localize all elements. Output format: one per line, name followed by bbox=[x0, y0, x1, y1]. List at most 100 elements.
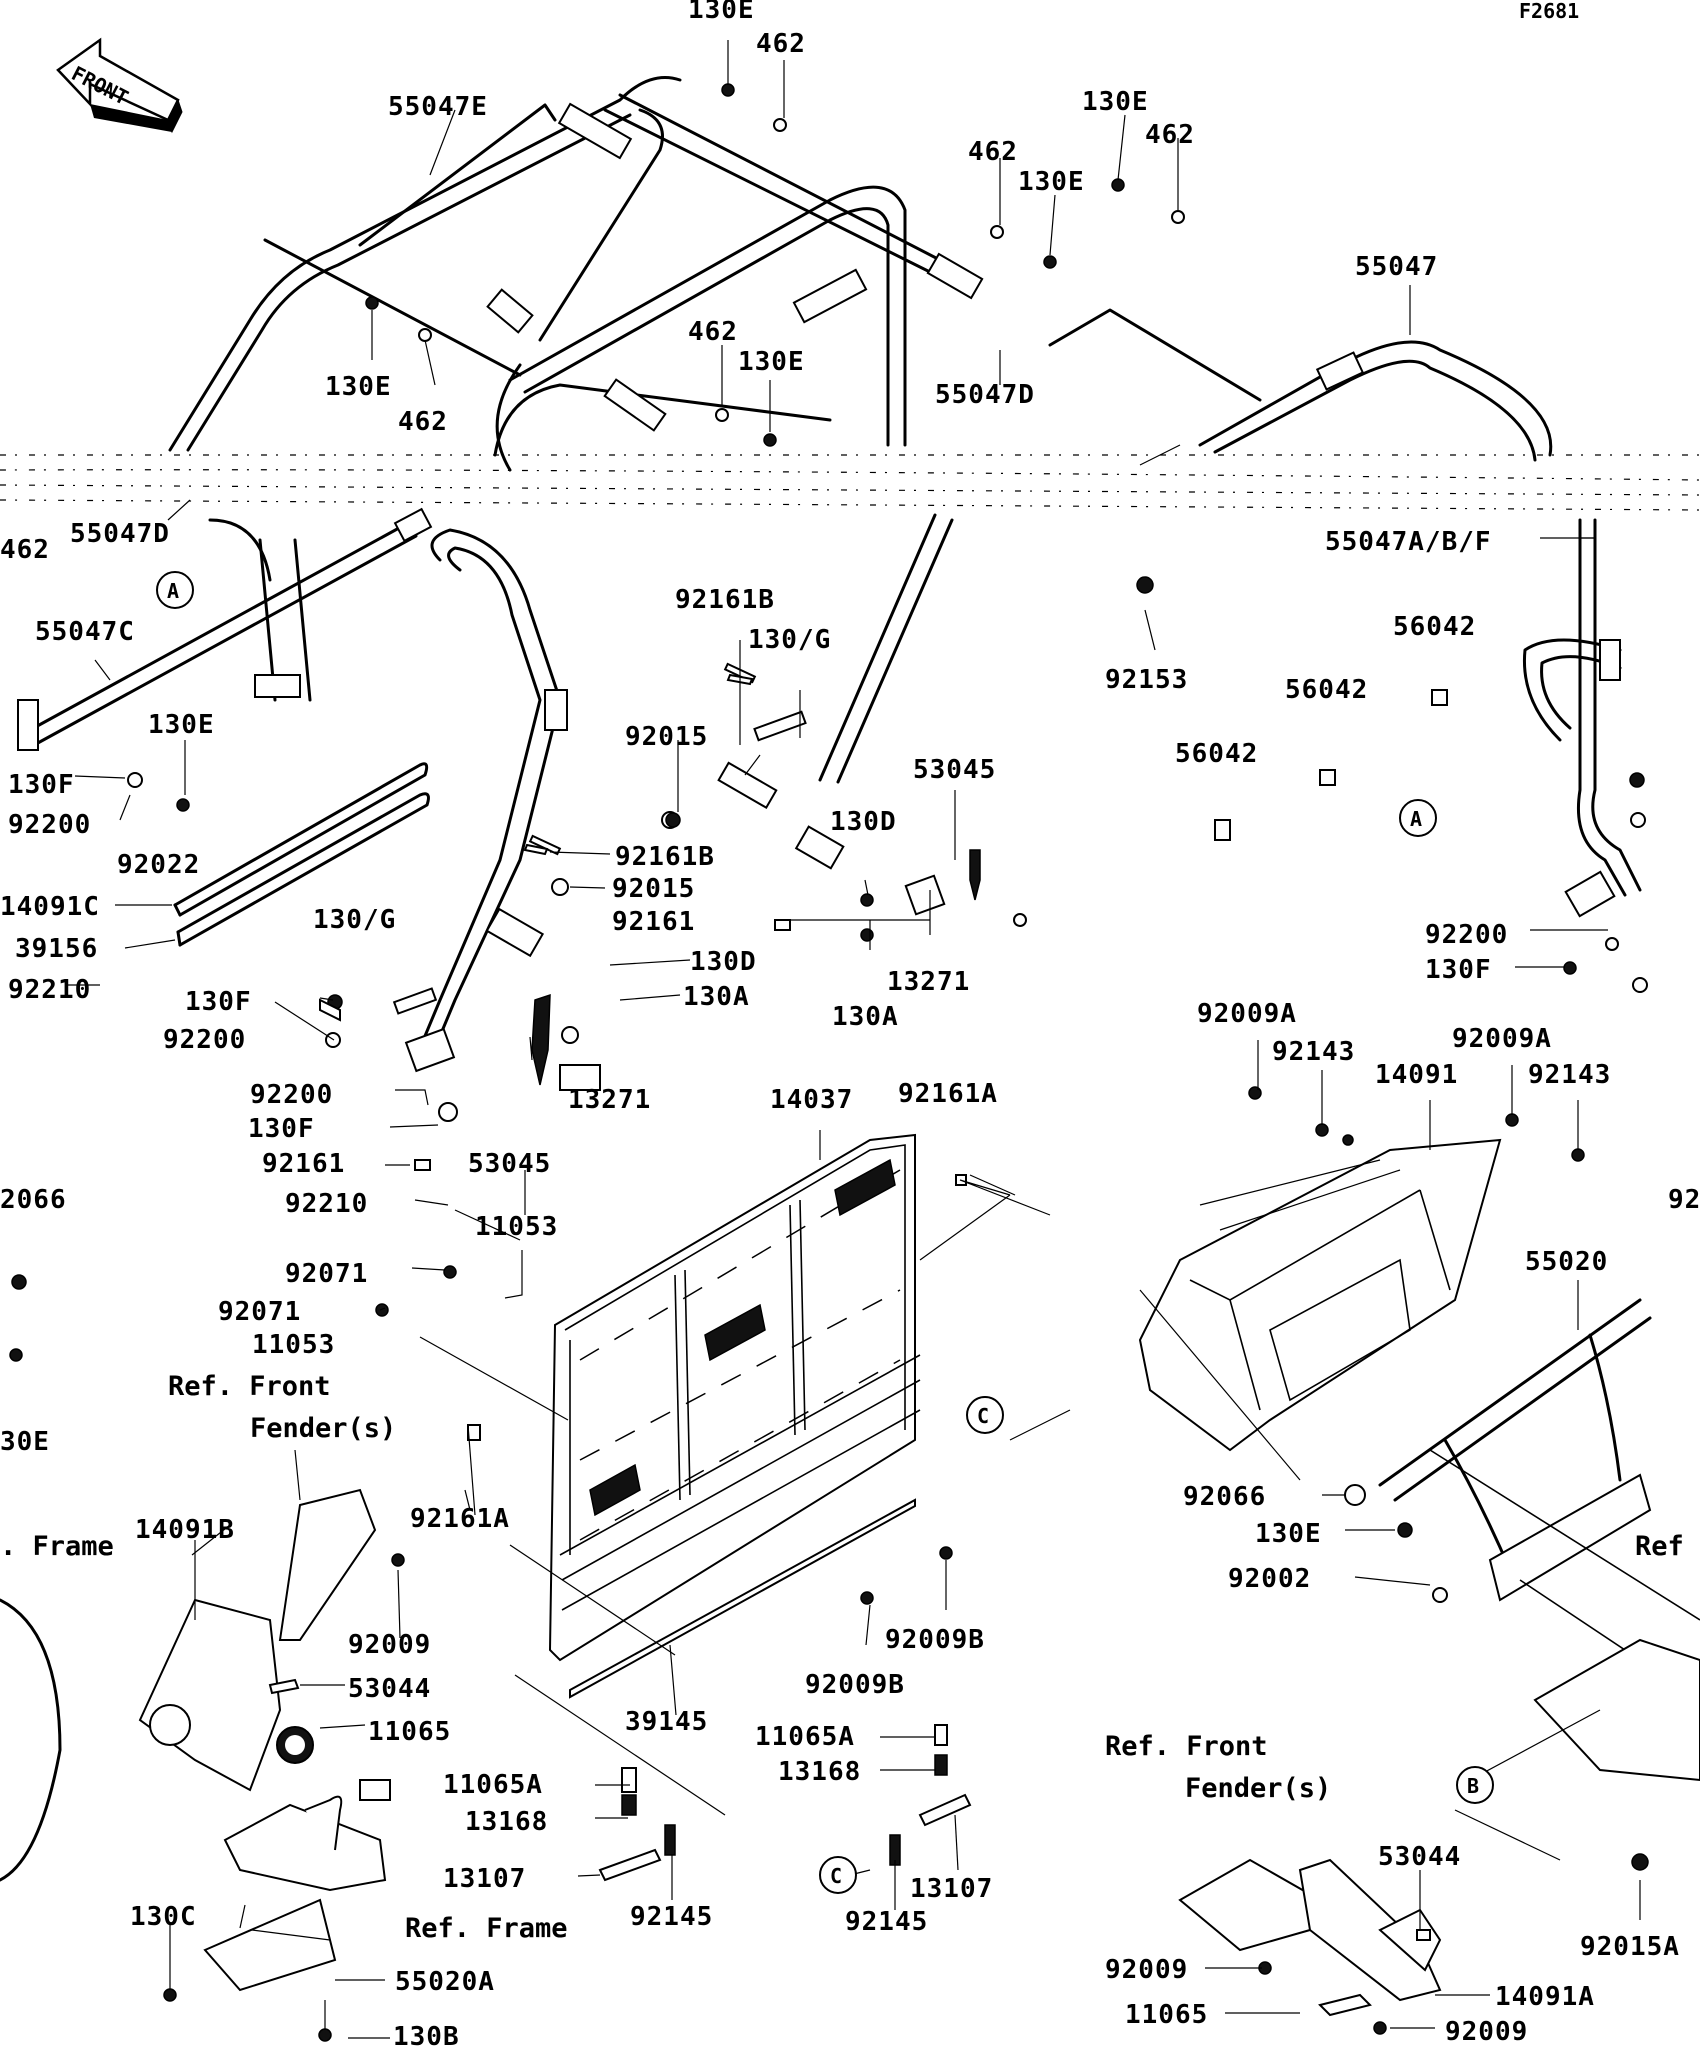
label-92200-a: 92200 bbox=[8, 810, 91, 840]
label-14037: 14037 bbox=[770, 1085, 853, 1115]
label-13168-b: 13168 bbox=[778, 1757, 861, 1787]
label-130f-d: 130F bbox=[1425, 955, 1492, 985]
label-92200-d: 92200 bbox=[1425, 920, 1508, 950]
door-panel-14037 bbox=[548, 1133, 921, 1662]
ref-front-fender-right-line1: Ref. Front bbox=[1105, 1731, 1268, 1762]
left-fender-parts bbox=[0, 1488, 391, 1992]
label-92200-b: 92200 bbox=[163, 1025, 246, 1055]
label-56042-a: 56042 bbox=[1393, 612, 1476, 642]
label-462-b: 462 bbox=[398, 407, 448, 437]
label-92210-a: 92210 bbox=[8, 975, 91, 1005]
label-56042-b: 56042 bbox=[1285, 675, 1368, 705]
label-55020: 55020 bbox=[1525, 1247, 1608, 1277]
label-92143-b: 92143 bbox=[1528, 1060, 1611, 1090]
label-130f-b: 130F bbox=[185, 987, 252, 1017]
label-462-a: 462 bbox=[756, 29, 806, 59]
label-130e-a: 130E bbox=[688, 0, 755, 25]
svg-text:A: A bbox=[1410, 807, 1422, 831]
label-92009a-b: 92009A bbox=[1452, 1024, 1552, 1054]
label-53045-b: 53045 bbox=[468, 1149, 551, 1179]
label-53044-b: 53044 bbox=[1378, 1842, 1461, 1872]
figure-code: F2681 bbox=[1519, 0, 1579, 23]
label-130d-a: 130D bbox=[830, 807, 897, 837]
label-39145: 39145 bbox=[625, 1707, 708, 1737]
callout-a-top: A bbox=[156, 571, 194, 609]
label-130c: 130C bbox=[130, 1902, 197, 1932]
label-92009-b: 92009 bbox=[1105, 1955, 1188, 1985]
roll-cage-roof bbox=[168, 76, 1553, 472]
label-92066-a: 2066 bbox=[0, 1185, 67, 1215]
label-92153: 92153 bbox=[1105, 665, 1188, 695]
label-92161-b: 92161 bbox=[262, 1149, 345, 1179]
latch-assemblies bbox=[392, 662, 981, 1091]
label-92015-b: 92015 bbox=[612, 874, 695, 904]
label-13271-a: 13271 bbox=[887, 967, 970, 997]
label-55047e: 55047E bbox=[388, 92, 488, 122]
ref-front-fender-left-line2: Fender(s) bbox=[250, 1413, 396, 1444]
label-14091: 14091 bbox=[1375, 1060, 1458, 1090]
label-462-d: 462 bbox=[1145, 120, 1195, 150]
label-92015a: 92015A bbox=[1580, 1932, 1680, 1962]
label-55047c: 55047C bbox=[35, 617, 135, 647]
label-92009-a: 92009 bbox=[348, 1630, 431, 1660]
label-11053-b: 11053 bbox=[252, 1330, 335, 1360]
label-92015-a: 92015 bbox=[625, 722, 708, 752]
label-ref-frame-bottom: Ref. Frame bbox=[405, 1913, 568, 1944]
reference-notes: Ref. Front Fender(s) Ref. Front Fender(s… bbox=[168, 1371, 1331, 1804]
label-92143-a: 92143 bbox=[1272, 1037, 1355, 1067]
label-13168-a: 13168 bbox=[465, 1807, 548, 1837]
svg-text:A: A bbox=[167, 579, 179, 603]
label-462-f: 462 bbox=[0, 535, 50, 565]
label-11065a-a: 11065A bbox=[443, 1770, 543, 1800]
label-ref-frame-right: Ref bbox=[1635, 1531, 1684, 1562]
label-14091a: 14091A bbox=[1495, 1982, 1595, 2012]
label-92009-c: 92009 bbox=[1445, 2017, 1528, 2047]
svg-text:C: C bbox=[977, 1404, 989, 1428]
label-92022: 92022 bbox=[117, 850, 200, 880]
leader-lines bbox=[65, 40, 1641, 2039]
roll-cage-lower bbox=[208, 513, 1642, 1073]
seal-39145 bbox=[569, 1498, 916, 1699]
label-92161a-b: 92161A bbox=[410, 1504, 510, 1534]
cross-bar-55047c bbox=[17, 507, 433, 751]
label-56042-c: 56042 bbox=[1175, 739, 1258, 769]
label-13271-b: 13271 bbox=[568, 1085, 651, 1115]
label-92-cut: 92 bbox=[1668, 1185, 1700, 1215]
label-55047d-b: 55047D bbox=[70, 519, 170, 549]
label-92161b-a: 92161B bbox=[675, 585, 775, 615]
label-55047: 55047 bbox=[1355, 252, 1438, 282]
label-13107-a: 13107 bbox=[443, 1864, 526, 1894]
right-lower-fender bbox=[1178, 1858, 1442, 2017]
ref-front-fender-left-line1: Ref. Front bbox=[168, 1371, 331, 1402]
callout-b: B bbox=[1456, 1766, 1494, 1804]
label-130e-b: 130E bbox=[325, 372, 392, 402]
label-130e-c: 130E bbox=[1018, 167, 1085, 197]
label-462-c: 462 bbox=[968, 137, 1018, 167]
label-ref-frame-left: . Frame bbox=[0, 1531, 114, 1562]
image-break-noise bbox=[0, 454, 1700, 511]
label-13107-b: 13107 bbox=[910, 1874, 993, 1904]
label-130f-a: 130F bbox=[8, 770, 75, 800]
label-92210-b: 92210 bbox=[285, 1189, 368, 1219]
label-130a-b: 130A bbox=[832, 1002, 899, 1032]
label-92145-b: 92145 bbox=[845, 1907, 928, 1937]
label-130e-g: 30E bbox=[0, 1427, 50, 1457]
label-92161a-a: 92161A bbox=[898, 1079, 998, 1109]
label-92009b-a: 92009B bbox=[885, 1625, 985, 1655]
label-92071-a: 92071 bbox=[285, 1259, 368, 1289]
label-92066-b: 92066 bbox=[1183, 1482, 1266, 1512]
label-11065-b: 11065 bbox=[1125, 2000, 1208, 2030]
label-55020a: 55020A bbox=[395, 1967, 495, 1997]
front-arrow-icon: FRONT bbox=[56, 37, 183, 134]
label-92002: 92002 bbox=[1228, 1564, 1311, 1594]
right-fender-14091 bbox=[1138, 1138, 1502, 1452]
label-14091c: 14091C bbox=[0, 892, 100, 922]
grab-pads bbox=[173, 762, 430, 947]
label-39156: 39156 bbox=[15, 934, 98, 964]
svg-text:B: B bbox=[1467, 1774, 1479, 1798]
label-462-e: 462 bbox=[688, 317, 738, 347]
fasteners bbox=[9, 83, 1649, 2042]
